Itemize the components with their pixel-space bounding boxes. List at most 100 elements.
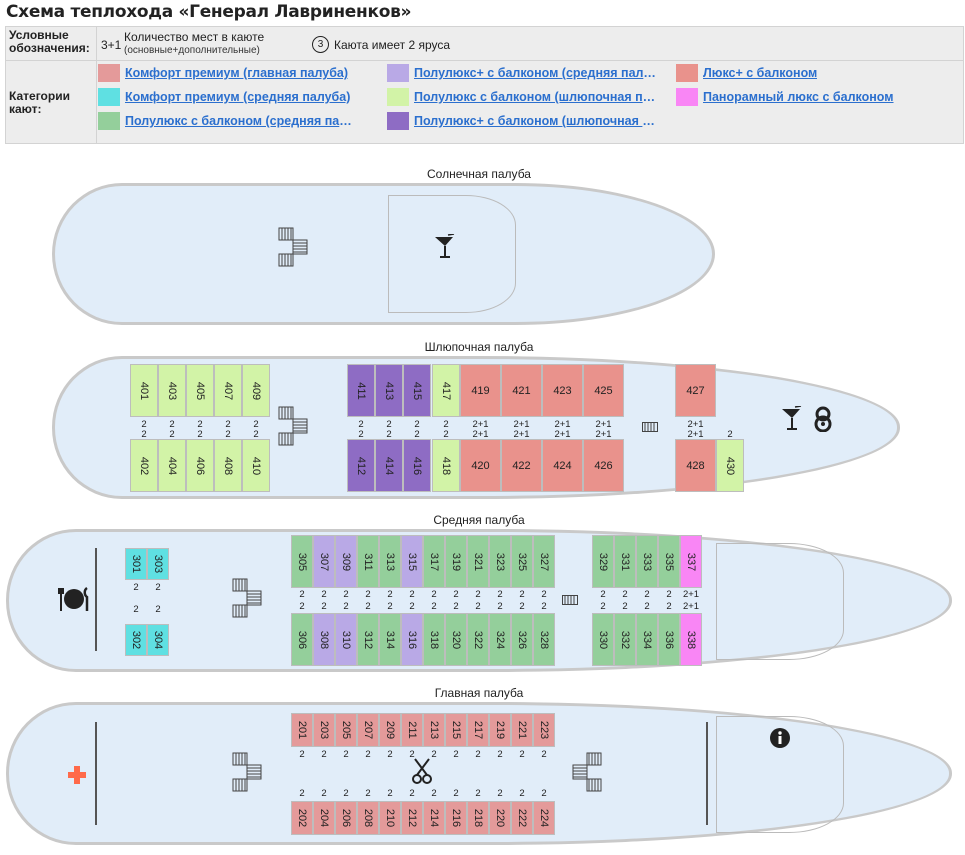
category-link[interactable]: Полулюкс с балконом (шлюпочная па… [387,88,657,106]
cabin-214[interactable]: 214 [423,801,445,835]
category-label[interactable]: Комфорт премиум (средняя палуба) [125,90,351,104]
cabin-411[interactable]: 411 [347,364,375,417]
cabin-421[interactable]: 421 [501,364,542,417]
category-link[interactable]: Полулюкс+ с балконом (шлюпочная п… [387,112,657,130]
cabin-326[interactable]: 326 [511,613,533,666]
category-label[interactable]: Люкс+ с балконом [703,66,818,80]
cabin-323[interactable]: 323 [489,535,511,588]
cabin-404[interactable]: 404 [158,439,186,492]
cabin-426[interactable]: 426 [583,439,624,492]
cabin-324[interactable]: 324 [489,613,511,666]
cabin-409[interactable]: 409 [242,364,270,417]
cabin-303[interactable]: 303 [147,548,169,580]
cabin-202[interactable]: 202 [291,801,313,835]
cabin-408[interactable]: 408 [214,439,242,492]
cabin-428[interactable]: 428 [675,439,716,492]
cabin-305[interactable]: 305 [291,535,313,588]
cabin-317[interactable]: 317 [423,535,445,588]
category-label[interactable]: Полулюкс с балконом (средняя палуба) [125,114,358,128]
cabin-413[interactable]: 413 [375,364,403,417]
cabin-414[interactable]: 414 [375,439,403,492]
category-label[interactable]: Полулюкс с балконом (шлюпочная па… [414,90,657,104]
cabin-338[interactable]: 338 [680,613,702,666]
cabin-425[interactable]: 425 [583,364,624,417]
cabin-417[interactable]: 417 [432,364,460,417]
cabin-215[interactable]: 215 [445,713,467,747]
cabin-204[interactable]: 204 [313,801,335,835]
cabin-420[interactable]: 420 [460,439,501,492]
category-link[interactable]: Полулюкс с балконом (средняя палуба) [98,112,358,130]
cabin-223[interactable]: 223 [533,713,555,747]
cabin-407[interactable]: 407 [214,364,242,417]
cabin-207[interactable]: 207 [357,713,379,747]
cabin-201[interactable]: 201 [291,713,313,747]
cabin-334[interactable]: 334 [636,613,658,666]
cabin-401[interactable]: 401 [130,364,158,417]
cabin-320[interactable]: 320 [445,613,467,666]
category-link[interactable]: Полулюкс+ с балконом (средняя палу… [387,64,657,82]
cabin-216[interactable]: 216 [445,801,467,835]
cabin-332[interactable]: 332 [614,613,636,666]
category-link[interactable]: Комфорт премиум (главная палуба) [98,64,358,82]
cabin-221[interactable]: 221 [511,713,533,747]
category-link[interactable]: Панорамный люкс с балконом [676,88,926,106]
cabin-309[interactable]: 309 [335,535,357,588]
cabin-307[interactable]: 307 [313,535,335,588]
cabin-416[interactable]: 416 [403,439,431,492]
cabin-412[interactable]: 412 [347,439,375,492]
cabin-402[interactable]: 402 [130,439,158,492]
cabin-203[interactable]: 203 [313,713,335,747]
cabin-318[interactable]: 318 [423,613,445,666]
cabin-314[interactable]: 314 [379,613,401,666]
category-label[interactable]: Полулюкс+ с балконом (средняя палу… [414,66,657,80]
cabin-218[interactable]: 218 [467,801,489,835]
cabin-313[interactable]: 313 [379,535,401,588]
cabin-211[interactable]: 211 [401,713,423,747]
cabin-321[interactable]: 321 [467,535,489,588]
cabin-424[interactable]: 424 [542,439,583,492]
cabin-210[interactable]: 210 [379,801,401,835]
cabin-224[interactable]: 224 [533,801,555,835]
cabin-208[interactable]: 208 [357,801,379,835]
cabin-310[interactable]: 310 [335,613,357,666]
cabin-422[interactable]: 422 [501,439,542,492]
cabin-410[interactable]: 410 [242,439,270,492]
category-link[interactable]: Люкс+ с балконом [676,64,926,82]
cabin-415[interactable]: 415 [403,364,431,417]
cabin-330[interactable]: 330 [592,613,614,666]
cabin-205[interactable]: 205 [335,713,357,747]
cabin-325[interactable]: 325 [511,535,533,588]
cabin-302[interactable]: 302 [125,624,147,656]
cabin-327[interactable]: 327 [533,535,555,588]
cabin-206[interactable]: 206 [335,801,357,835]
cabin-308[interactable]: 308 [313,613,335,666]
cabin-333[interactable]: 333 [636,535,658,588]
cabin-311[interactable]: 311 [357,535,379,588]
cabin-319[interactable]: 319 [445,535,467,588]
cabin-222[interactable]: 222 [511,801,533,835]
cabin-329[interactable]: 329 [592,535,614,588]
cabin-316[interactable]: 316 [401,613,423,666]
cabin-427[interactable]: 427 [675,364,716,417]
cabin-301[interactable]: 301 [125,548,147,580]
category-link[interactable]: Комфорт премиум (средняя палуба) [98,88,358,106]
category-label[interactable]: Комфорт премиум (главная палуба) [125,66,349,80]
cabin-423[interactable]: 423 [542,364,583,417]
category-label[interactable]: Панорамный люкс с балконом [703,90,894,104]
cabin-430[interactable]: 430 [716,439,744,492]
cabin-418[interactable]: 418 [432,439,460,492]
cabin-219[interactable]: 219 [489,713,511,747]
cabin-322[interactable]: 322 [467,613,489,666]
cabin-312[interactable]: 312 [357,613,379,666]
cabin-403[interactable]: 403 [158,364,186,417]
cabin-406[interactable]: 406 [186,439,214,492]
cabin-304[interactable]: 304 [147,624,169,656]
cabin-220[interactable]: 220 [489,801,511,835]
cabin-405[interactable]: 405 [186,364,214,417]
cabin-335[interactable]: 335 [658,535,680,588]
cabin-315[interactable]: 315 [401,535,423,588]
cabin-328[interactable]: 328 [533,613,555,666]
cabin-331[interactable]: 331 [614,535,636,588]
cabin-337[interactable]: 337 [680,535,702,588]
category-label[interactable]: Полулюкс+ с балконом (шлюпочная п… [414,114,657,128]
